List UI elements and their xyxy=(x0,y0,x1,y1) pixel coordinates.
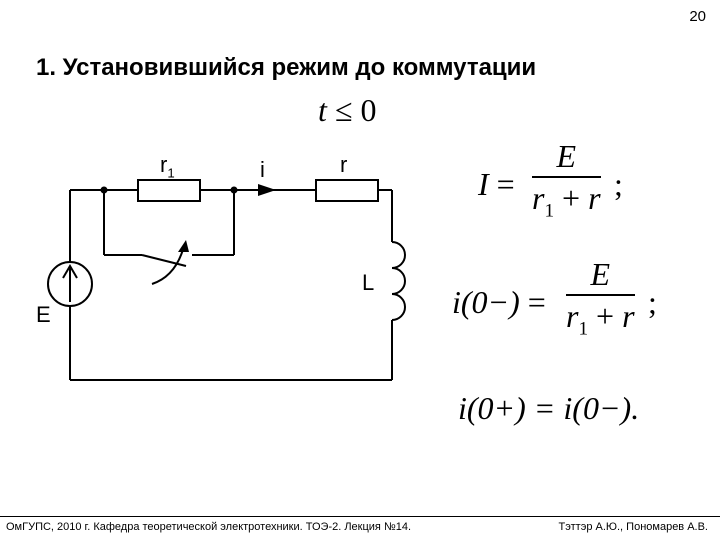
label-r: r xyxy=(340,152,348,177)
page-number: 20 xyxy=(689,8,706,25)
current-arrow xyxy=(258,184,276,196)
resistor-r1 xyxy=(137,179,201,202)
label-L: L xyxy=(362,270,375,295)
f2-eq: = xyxy=(527,284,546,320)
switch-arrow-head xyxy=(178,240,189,252)
source-arrow-head xyxy=(62,264,78,279)
slide-title: 1. Установившийся режим до коммутации xyxy=(36,54,537,81)
f1-tail: ; xyxy=(614,166,623,202)
resistor-r xyxy=(315,179,379,202)
switch-blade xyxy=(141,254,187,267)
label-E: E xyxy=(36,302,51,327)
node-right xyxy=(230,186,238,194)
time-condition: t ≤ 0 xyxy=(318,92,376,129)
less-equal-sign: ≤ xyxy=(334,92,353,128)
f2-lhs: i(0−) xyxy=(452,284,520,320)
f1-denominator: r1 + r xyxy=(532,179,601,221)
f2-denominator: r1 + r xyxy=(566,297,635,339)
f1-numerator: E xyxy=(556,138,577,174)
footer-divider xyxy=(0,516,720,517)
footer-right-text: Тэттэр А.Ю., Пономарев А.В. xyxy=(558,521,708,533)
f2-numerator: E xyxy=(590,256,611,292)
f1-lhs: I xyxy=(478,166,489,202)
node-left xyxy=(100,186,108,194)
f1-eq: = xyxy=(496,166,515,202)
f1-bar xyxy=(532,176,601,178)
footer-left-text: ОмГУПС, 2010 г. Кафедра теоретической эл… xyxy=(6,521,412,533)
f2-bar xyxy=(566,294,635,296)
time-zero: 0 xyxy=(360,92,377,128)
label-r1: r1 xyxy=(160,152,175,181)
inductor-L xyxy=(391,241,406,321)
time-variable: t xyxy=(318,92,327,128)
f2-fraction: E r1 + r xyxy=(566,258,635,338)
f2-tail: ; xyxy=(648,284,657,320)
label-i: i xyxy=(260,157,265,182)
f1-fraction: E r1 + r xyxy=(532,140,601,220)
formula-continuity: i(0+) = i(0−). xyxy=(458,390,640,426)
